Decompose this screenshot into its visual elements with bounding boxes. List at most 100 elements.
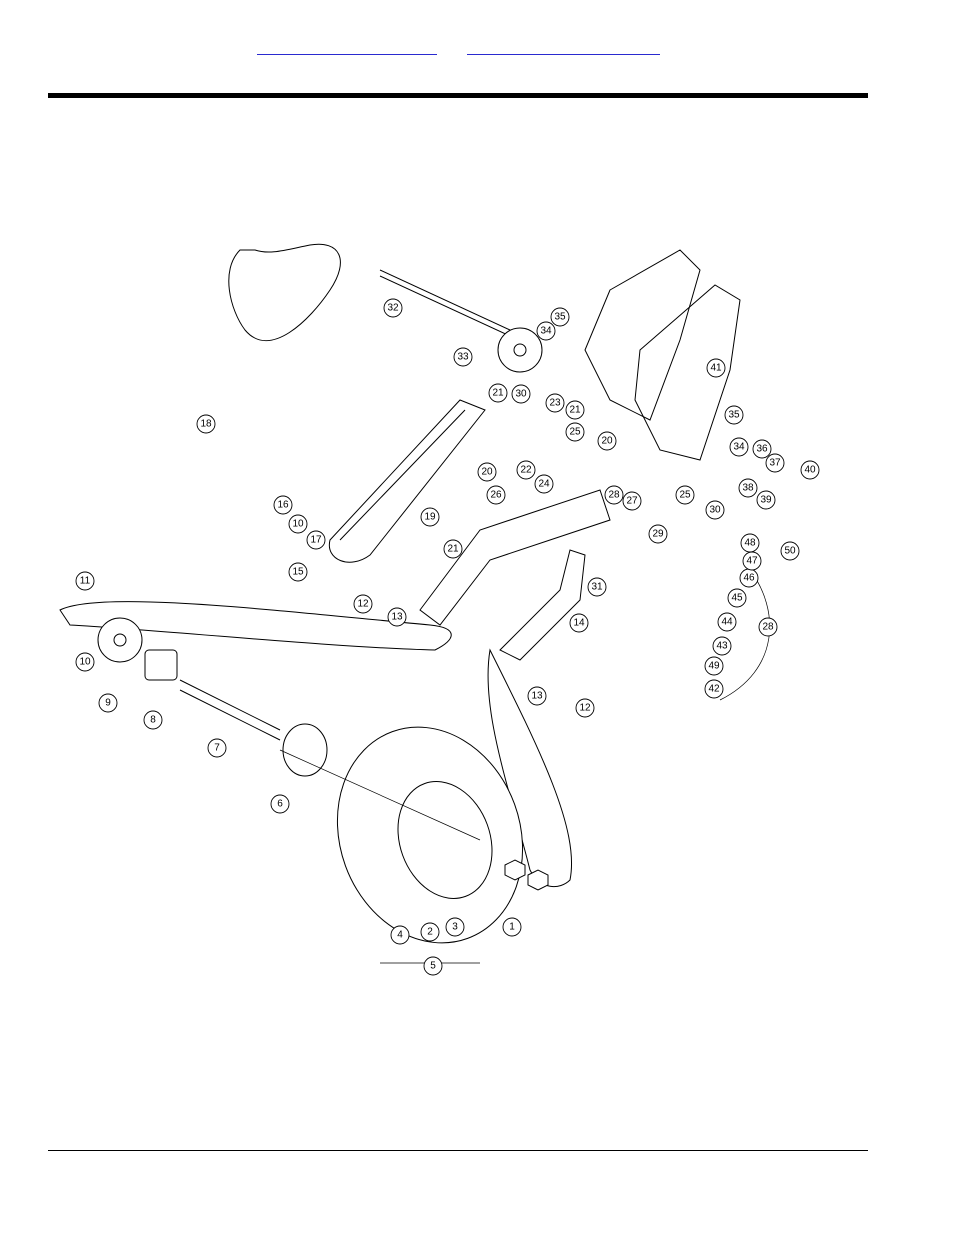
- callout-12a: 12: [353, 594, 373, 614]
- callout-30b: 30: [705, 500, 725, 520]
- header-link-2[interactable]: [467, 40, 660, 55]
- callout-28b: 28: [758, 617, 778, 637]
- callout-11: 11: [75, 571, 95, 591]
- svg-text:25: 25: [679, 490, 691, 501]
- svg-text:9: 9: [105, 698, 111, 709]
- svg-text:35: 35: [728, 410, 740, 421]
- svg-text:30: 30: [515, 389, 527, 400]
- header-rule: [48, 93, 868, 98]
- callout-12b: 12: [575, 698, 595, 718]
- callout-41: 41: [706, 358, 726, 378]
- svg-text:20: 20: [601, 436, 613, 447]
- callout-27: 27: [622, 491, 642, 511]
- axis-line: [279, 749, 481, 841]
- svg-text:5: 5: [430, 961, 436, 972]
- svg-text:13: 13: [531, 691, 543, 702]
- callout-22: 22: [516, 460, 536, 480]
- svg-text:40: 40: [804, 465, 816, 476]
- svg-text:29: 29: [652, 529, 664, 540]
- svg-text:38: 38: [742, 483, 754, 494]
- svg-text:26: 26: [490, 490, 502, 501]
- footer-rule: [48, 1150, 868, 1151]
- callout-50: 50: [780, 541, 800, 561]
- main-arm: [419, 489, 611, 626]
- svg-text:42: 42: [708, 684, 720, 695]
- svg-text:19: 19: [424, 512, 436, 523]
- callout-32: 32: [383, 298, 403, 318]
- callout-17: 17: [306, 530, 326, 550]
- svg-text:33: 33: [457, 352, 469, 363]
- header-link-1[interactable]: [257, 40, 437, 55]
- callout-25a: 25: [565, 422, 585, 442]
- callout-15: 15: [288, 562, 308, 582]
- svg-text:43: 43: [716, 641, 728, 652]
- hub: [282, 723, 328, 777]
- callout-13a: 13: [387, 607, 407, 627]
- chain-guard: [328, 399, 486, 563]
- svg-text:34: 34: [540, 326, 552, 337]
- svg-text:23: 23: [549, 398, 561, 409]
- callout-13b: 13: [527, 686, 547, 706]
- sprocket-lower-hub: [113, 633, 127, 647]
- shaft-edge: [379, 275, 511, 337]
- callout-3: 3: [445, 917, 465, 937]
- callout-47: 47: [742, 551, 762, 571]
- svg-text:32: 32: [387, 303, 399, 314]
- svg-text:48: 48: [744, 538, 756, 549]
- svg-text:4: 4: [397, 930, 403, 941]
- bearing: [144, 649, 178, 681]
- svg-text:1: 1: [509, 922, 515, 933]
- sprocket-lower: [97, 617, 143, 663]
- svg-text:31: 31: [591, 582, 603, 593]
- bracket-28: [719, 569, 771, 701]
- svg-text:21: 21: [447, 544, 459, 555]
- header-links: [0, 40, 954, 60]
- callout-33: 33: [453, 347, 473, 367]
- svg-text:28: 28: [608, 490, 620, 501]
- callout-21b: 21: [565, 400, 585, 420]
- svg-text:46: 46: [743, 573, 755, 584]
- callout-8: 8: [143, 710, 163, 730]
- callout-19: 19: [420, 507, 440, 527]
- callout-35b: 35: [724, 405, 744, 425]
- callout-46: 46: [739, 568, 759, 588]
- svg-text:24: 24: [538, 479, 550, 490]
- shaft: [379, 269, 511, 331]
- svg-text:39: 39: [760, 495, 772, 506]
- callout-5: 5: [423, 956, 443, 976]
- callout-4: 4: [390, 925, 410, 945]
- callout-1: 1: [502, 917, 522, 937]
- callout-45: 45: [727, 588, 747, 608]
- svg-text:22: 22: [520, 465, 532, 476]
- frame-plate-left: [584, 249, 701, 421]
- callout-34b: 34: [729, 437, 749, 457]
- tire: [336, 726, 524, 944]
- callout-31: 31: [587, 577, 607, 597]
- frame-plate-right: [634, 284, 741, 461]
- sprocket-upper-hub: [513, 343, 527, 357]
- svg-text:21: 21: [569, 405, 581, 416]
- callout-40: 40: [800, 460, 820, 480]
- svg-text:15: 15: [292, 567, 304, 578]
- callout-20b: 20: [597, 431, 617, 451]
- svg-text:47: 47: [746, 556, 758, 567]
- callout-20a: 20: [477, 462, 497, 482]
- svg-text:25: 25: [569, 427, 581, 438]
- callout-42: 42: [704, 679, 724, 699]
- callout-26: 26: [486, 485, 506, 505]
- callout-16: 16: [273, 495, 293, 515]
- nut-a: [504, 859, 526, 881]
- callout-34a: 34: [536, 321, 556, 341]
- rim: [397, 781, 493, 899]
- svg-text:17: 17: [310, 535, 322, 546]
- svg-text:44: 44: [721, 617, 733, 628]
- drive-chain-lower: [487, 648, 572, 888]
- svg-text:36: 36: [756, 444, 768, 455]
- callout-9: 9: [98, 693, 118, 713]
- svg-text:30: 30: [709, 505, 721, 516]
- callout-37: 37: [765, 453, 785, 473]
- svg-text:12: 12: [579, 703, 591, 714]
- callout-39: 39: [756, 490, 776, 510]
- callout-18: 18: [196, 414, 216, 434]
- callout-25b: 25: [675, 485, 695, 505]
